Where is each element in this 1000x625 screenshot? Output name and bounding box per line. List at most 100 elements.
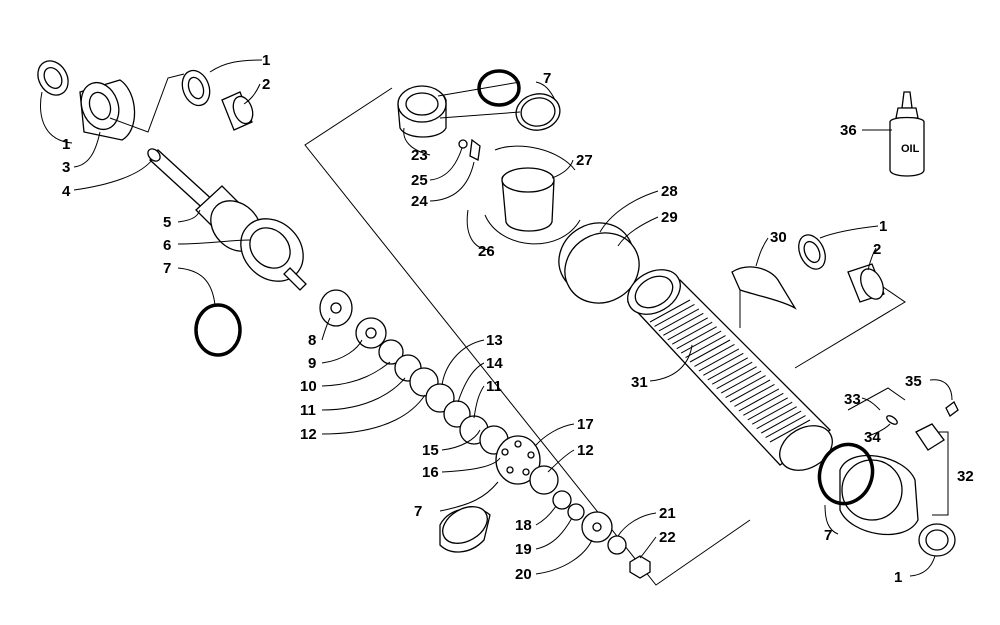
callout-18: 18: [515, 517, 532, 534]
callout-7: 7: [543, 70, 551, 87]
callout-36: 36: [840, 122, 857, 139]
spring-coil-line: [703, 352, 744, 376]
callout-7: 7: [163, 260, 171, 277]
bushing-part: [918, 523, 956, 557]
callout-10: 10: [300, 378, 317, 395]
spring-coil-line: [685, 335, 726, 358]
spring-coil-line: [671, 321, 713, 345]
spring-coil-line: [756, 406, 797, 430]
callout-11: 11: [300, 402, 316, 419]
spring-coil-line: [720, 370, 762, 394]
oil-bottle-label: OIL: [901, 143, 920, 155]
spring-coil-line: [725, 375, 766, 398]
callout-13: 13: [486, 332, 503, 349]
spring-coil-line: [747, 397, 789, 421]
callout-8: 8: [308, 332, 316, 349]
callout-17: 17: [577, 416, 594, 433]
spring-coil-line: [765, 415, 806, 438]
reservoir-cap-part: [397, 85, 447, 138]
spring-coil-line: [738, 388, 780, 412]
callout-26: 26: [478, 243, 495, 260]
spring-coil-line: [734, 384, 775, 407]
spring-coil-line: [698, 348, 740, 372]
bearing-part: [240, 218, 307, 291]
spring-coil-line: [667, 317, 709, 341]
callout-19: 19: [515, 541, 532, 558]
callout-24: 24: [411, 193, 428, 210]
piston-part: [495, 435, 559, 495]
spring-coil-line: [707, 357, 749, 381]
valve-fitting-part: [886, 401, 959, 451]
callout-21: 21: [659, 505, 676, 522]
callout-5: 5: [163, 214, 171, 231]
spring-coil-line: [743, 392, 784, 416]
callout-28: 28: [661, 183, 678, 200]
callout-15: 15: [422, 442, 439, 459]
callout-3: 3: [62, 159, 70, 176]
callout-32: 32: [957, 468, 974, 485]
callout-35: 35: [905, 373, 922, 390]
o-ring-part: [817, 442, 875, 506]
callout-7: 7: [414, 503, 422, 520]
callout-1: 1: [894, 569, 902, 586]
spring-coil-line: [663, 312, 704, 336]
spring-coil-line: [658, 308, 700, 332]
valve-core-part: [458, 138, 481, 161]
o-ring-part: [194, 303, 242, 357]
spring-collar-part: [558, 222, 640, 304]
callout-33: 33: [844, 391, 861, 408]
spring-body-part: [626, 269, 833, 471]
spring-coil-line: [676, 326, 717, 350]
callout-6: 6: [163, 237, 171, 254]
shield-part: [731, 266, 797, 310]
damper-body-part: [839, 454, 919, 536]
callout-27: 27: [576, 152, 593, 169]
oil-bottle-part: OIL: [889, 91, 925, 177]
bushing-part: [798, 234, 826, 270]
spring-coil-line: [711, 361, 753, 385]
callout-2: 2: [262, 76, 270, 93]
callout-12: 12: [300, 426, 317, 443]
sleeve-part: [847, 263, 885, 303]
callout-11: 11: [486, 378, 502, 395]
callout-29: 29: [661, 209, 678, 226]
spring-coil-line: [716, 366, 757, 390]
callout-1: 1: [879, 218, 887, 235]
callout-labels: 1 2 1 3 4 5 6 7 8 9 10 11 12 13 14 11 15…: [62, 52, 974, 586]
spring-coil-line: [680, 330, 722, 354]
piston-band-part: [439, 506, 491, 553]
callout-4: 4: [62, 183, 71, 200]
callout-2: 2: [873, 241, 881, 258]
valve-washer-stack: [319, 289, 509, 455]
o-ring-part: [477, 69, 521, 107]
spring-coil-line: [689, 339, 731, 363]
bushing-part: [181, 69, 211, 107]
eyelet-part: [79, 79, 136, 141]
callout-30: 30: [770, 229, 787, 246]
callout-1: 1: [62, 136, 70, 153]
spring-coil-line: [751, 401, 793, 425]
spring-coil-line: [654, 304, 695, 327]
callout-9: 9: [308, 355, 316, 372]
bushing-part: [37, 60, 69, 96]
leader-lines: [39, 59, 953, 577]
spring-coil-line: [769, 419, 811, 443]
spring-coil-line: [694, 344, 735, 367]
callout-14: 14: [486, 355, 503, 372]
callout-7: 7: [824, 527, 832, 544]
lower-washer-stack: [552, 490, 651, 579]
callout-25: 25: [411, 172, 428, 189]
spring-coil-line: [760, 410, 802, 434]
wear-band-part: [515, 93, 561, 131]
spring-coil-line: [649, 299, 691, 323]
callout-12: 12: [577, 442, 594, 459]
callout-16: 16: [422, 464, 439, 481]
piston-sleeve-part: [484, 145, 581, 245]
callout-1: 1: [262, 52, 270, 69]
spring-coil-line: [729, 379, 771, 403]
callout-20: 20: [515, 566, 532, 583]
callout-22: 22: [659, 529, 676, 546]
callout-23: 23: [411, 147, 428, 164]
